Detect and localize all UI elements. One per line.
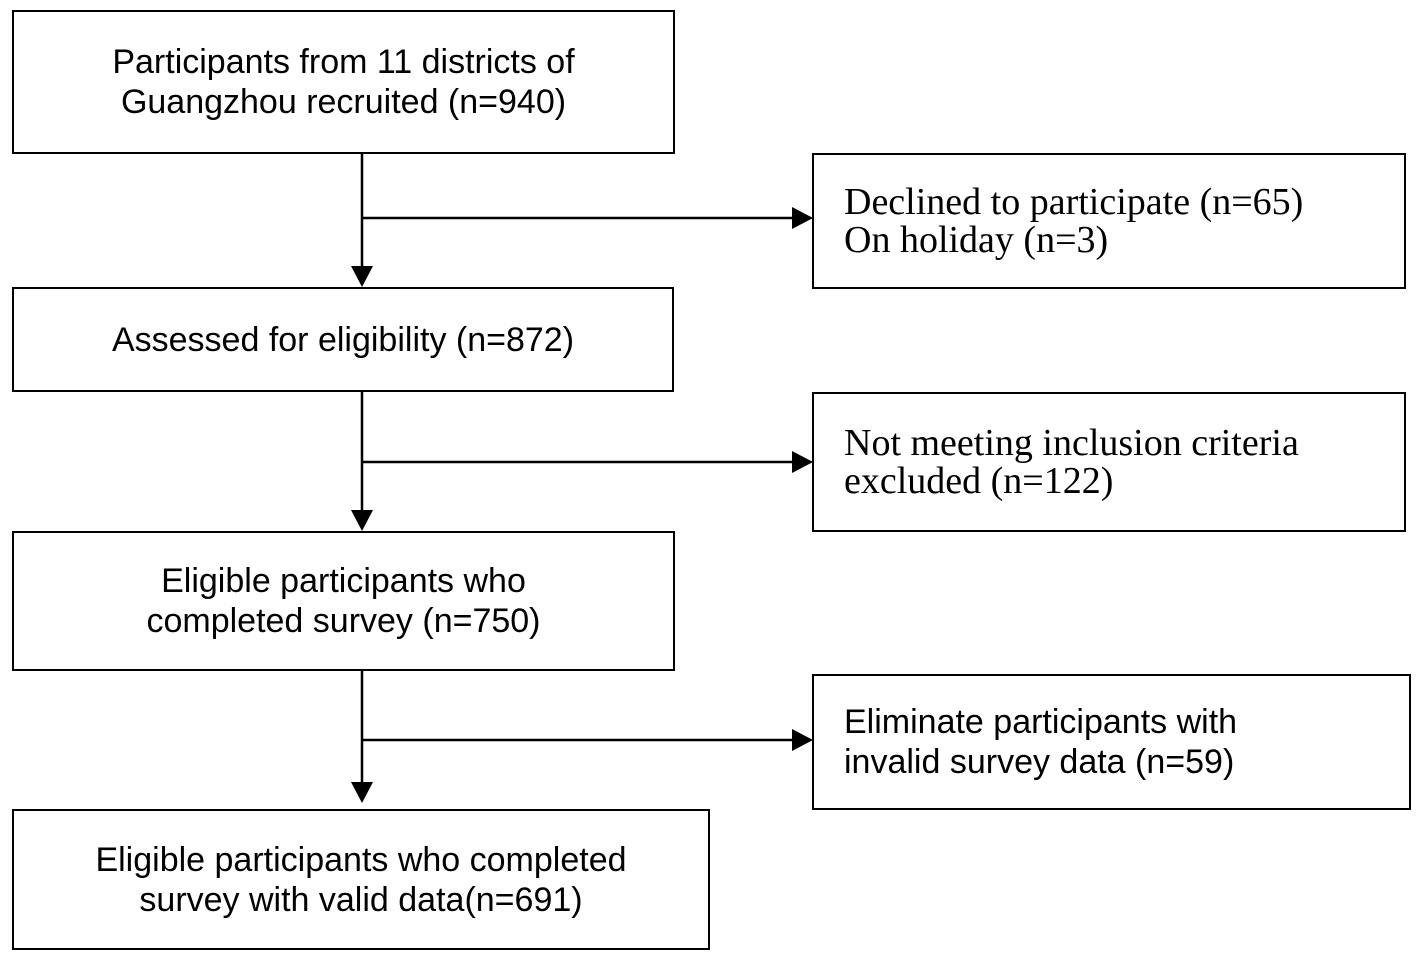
exclusion-invalid-data-line-2: invalid survey data (n=59) (844, 743, 1235, 781)
arrowhead-right-2 (792, 451, 813, 473)
arrowhead-right-3 (792, 729, 813, 751)
exclusion-declined-line-1: Declined to participate (n=65) (844, 181, 1304, 223)
arrowhead-down-3 (351, 782, 373, 803)
step-valid-data-box: Eligible participants who completed surv… (12, 809, 710, 950)
exclusion-invalid-data-box: Eliminate participants with invalid surv… (812, 674, 1411, 810)
exclusion-declined-box: Declined to participate (n=65) On holida… (812, 153, 1406, 289)
step-completed-line-1: Eligible participants who (161, 562, 526, 600)
step-recruited-box: Participants from 11 districts of Guangz… (12, 10, 675, 154)
arrowhead-right-1 (792, 207, 813, 229)
step-valid-data-line-1: Eligible participants who completed (95, 840, 627, 879)
exclusion-criteria-line-1: Not meeting inclusion criteria (844, 422, 1299, 464)
step-completed-line-2: completed survey (n=750) (146, 602, 541, 640)
step-recruited-line-2: Guangzhou recruited (n=940) (120, 83, 567, 121)
step-valid-data-line-2: survey with valid data(n=691) (139, 880, 583, 919)
arrowhead-down-1 (351, 266, 373, 287)
exclusion-criteria-box: Not meeting inclusion criteria excluded … (812, 392, 1406, 532)
step-assessed-line-1: Assessed for eligibility (n=872) (111, 320, 575, 359)
exclusion-invalid-data-line-1: Eliminate participants with (844, 703, 1238, 741)
step-assessed-box: Assessed for eligibility (n=872) (12, 287, 674, 392)
exclusion-declined-line-2: On holiday (n=3) (844, 219, 1109, 261)
step-recruited-line-1: Participants from 11 districts of (112, 43, 575, 81)
step-completed-box: Eligible participants who completed surv… (12, 531, 675, 671)
arrowhead-down-2 (351, 510, 373, 531)
exclusion-criteria-line-2: excluded (n=122) (844, 460, 1114, 502)
